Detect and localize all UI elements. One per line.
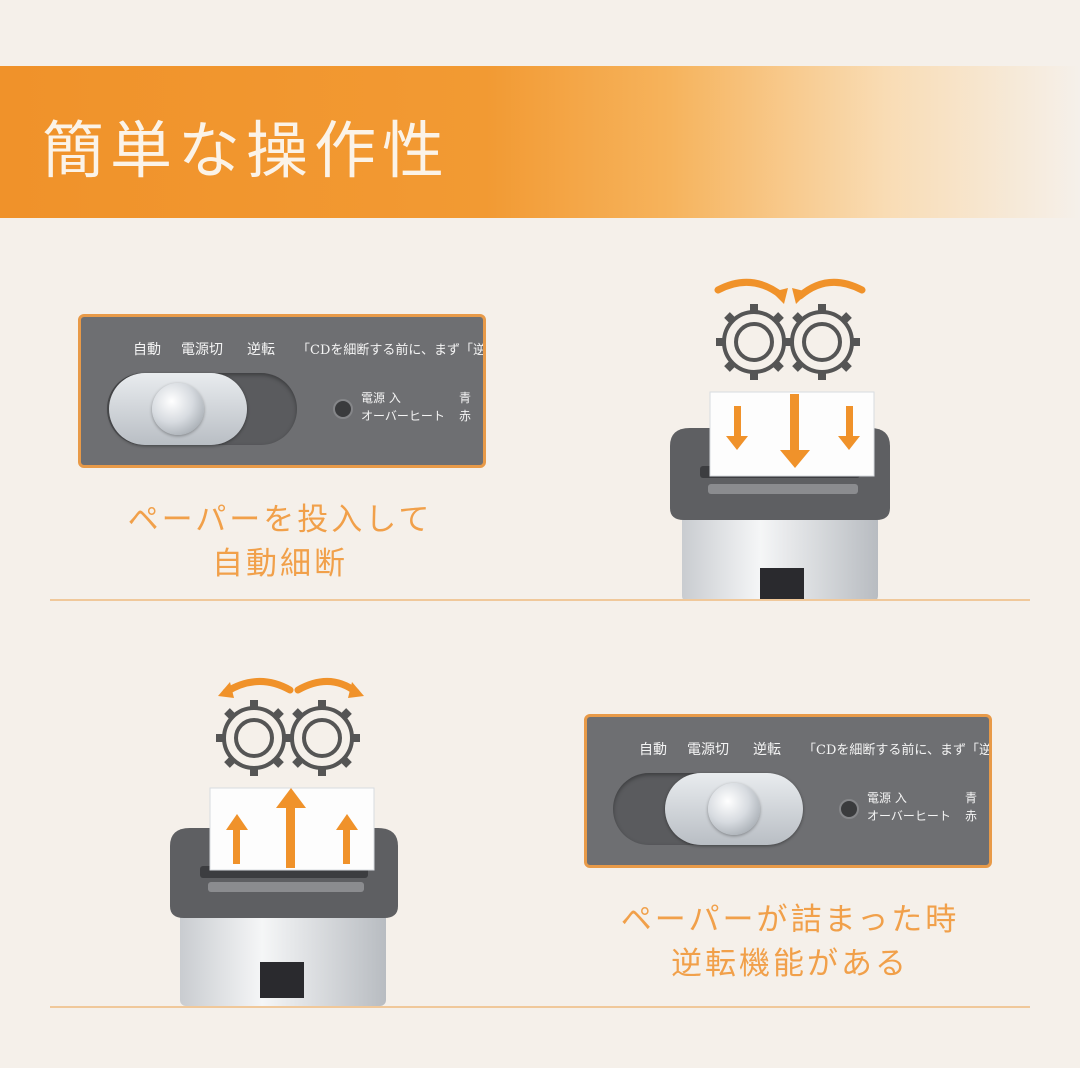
label-power-off: 電源切	[181, 342, 223, 358]
gear-icon	[216, 700, 292, 776]
section-divider	[50, 1006, 1030, 1008]
rotate-arrow-head-icon	[792, 288, 808, 304]
rotate-arrow-icon	[796, 278, 866, 300]
arrow-down-icon	[726, 394, 860, 468]
indicator-overheat-color: 赤	[965, 809, 978, 823]
label-reverse: 逆転	[753, 742, 781, 758]
caption-reverse-line1: ペーパーが詰まった時	[620, 902, 960, 938]
indicator-led	[333, 399, 353, 419]
rotate-arrow-head-icon	[348, 682, 364, 698]
rotate-arrow-head-icon	[772, 288, 788, 304]
mode-switch[interactable]	[109, 373, 247, 445]
caption-auto-line2: 自動細断	[212, 546, 348, 582]
shredder-window	[260, 962, 304, 998]
shredder-window	[760, 568, 804, 600]
control-panel-reverse: 自動 電源切 逆転 「CDを細断する前に、まず「逆 電源 入 青 オーバーヒート…	[584, 714, 992, 868]
indicator-power-label: 電源 入	[361, 391, 401, 405]
indicator-power-color: 青	[965, 791, 978, 805]
control-panel-auto: 自動 電源切 逆転 「CDを細断する前に、まず「逆 電源 入 青 オーバーヒート…	[78, 314, 486, 468]
switch-knob[interactable]	[152, 383, 204, 435]
shredder-feed-illustration	[670, 278, 890, 600]
label-auto: 自動	[639, 742, 667, 758]
switch-knob[interactable]	[708, 783, 760, 835]
indicator-power-label: 電源 入	[867, 791, 907, 805]
label-note: 「CDを細断する前に、まず「逆	[297, 343, 486, 358]
gear-icon	[716, 304, 792, 380]
gear-icon	[284, 700, 360, 776]
shredder-reverse-illustration	[170, 678, 398, 1006]
indicator-power-color: 青	[459, 391, 472, 405]
label-power-off: 電源切	[687, 742, 729, 758]
caption-auto-line1: ペーパーを投入して	[127, 502, 433, 538]
gear-icon	[784, 304, 860, 380]
caption-auto: ペーパーを投入して 自動細断	[100, 498, 460, 586]
page-title: 簡単な操作性	[42, 114, 451, 187]
label-note: 「CDを細断する前に、まず「逆	[803, 743, 992, 758]
indicator-overheat-label: オーバーヒート	[867, 809, 951, 823]
caption-reverse-line2: 逆転機能がある	[671, 946, 909, 982]
indicator-overheat-color: 赤	[459, 409, 472, 423]
rotate-arrow-icon	[294, 678, 360, 696]
mode-switch[interactable]	[665, 773, 803, 845]
rotate-arrow-icon	[714, 278, 786, 300]
header-banner	[0, 66, 1080, 218]
section-divider	[50, 599, 1030, 601]
label-reverse: 逆転	[247, 342, 275, 358]
rotate-arrow-icon	[222, 678, 294, 696]
indicator-overheat-label: オーバーヒート	[361, 409, 445, 423]
arrow-up-icon	[226, 788, 358, 868]
indicator-led	[839, 799, 859, 819]
label-auto: 自動	[133, 342, 161, 358]
rotate-arrow-head-icon	[218, 682, 234, 698]
shredder-bin	[180, 890, 386, 1006]
caption-reverse: ペーパーが詰まった時 逆転機能がある	[600, 898, 980, 986]
